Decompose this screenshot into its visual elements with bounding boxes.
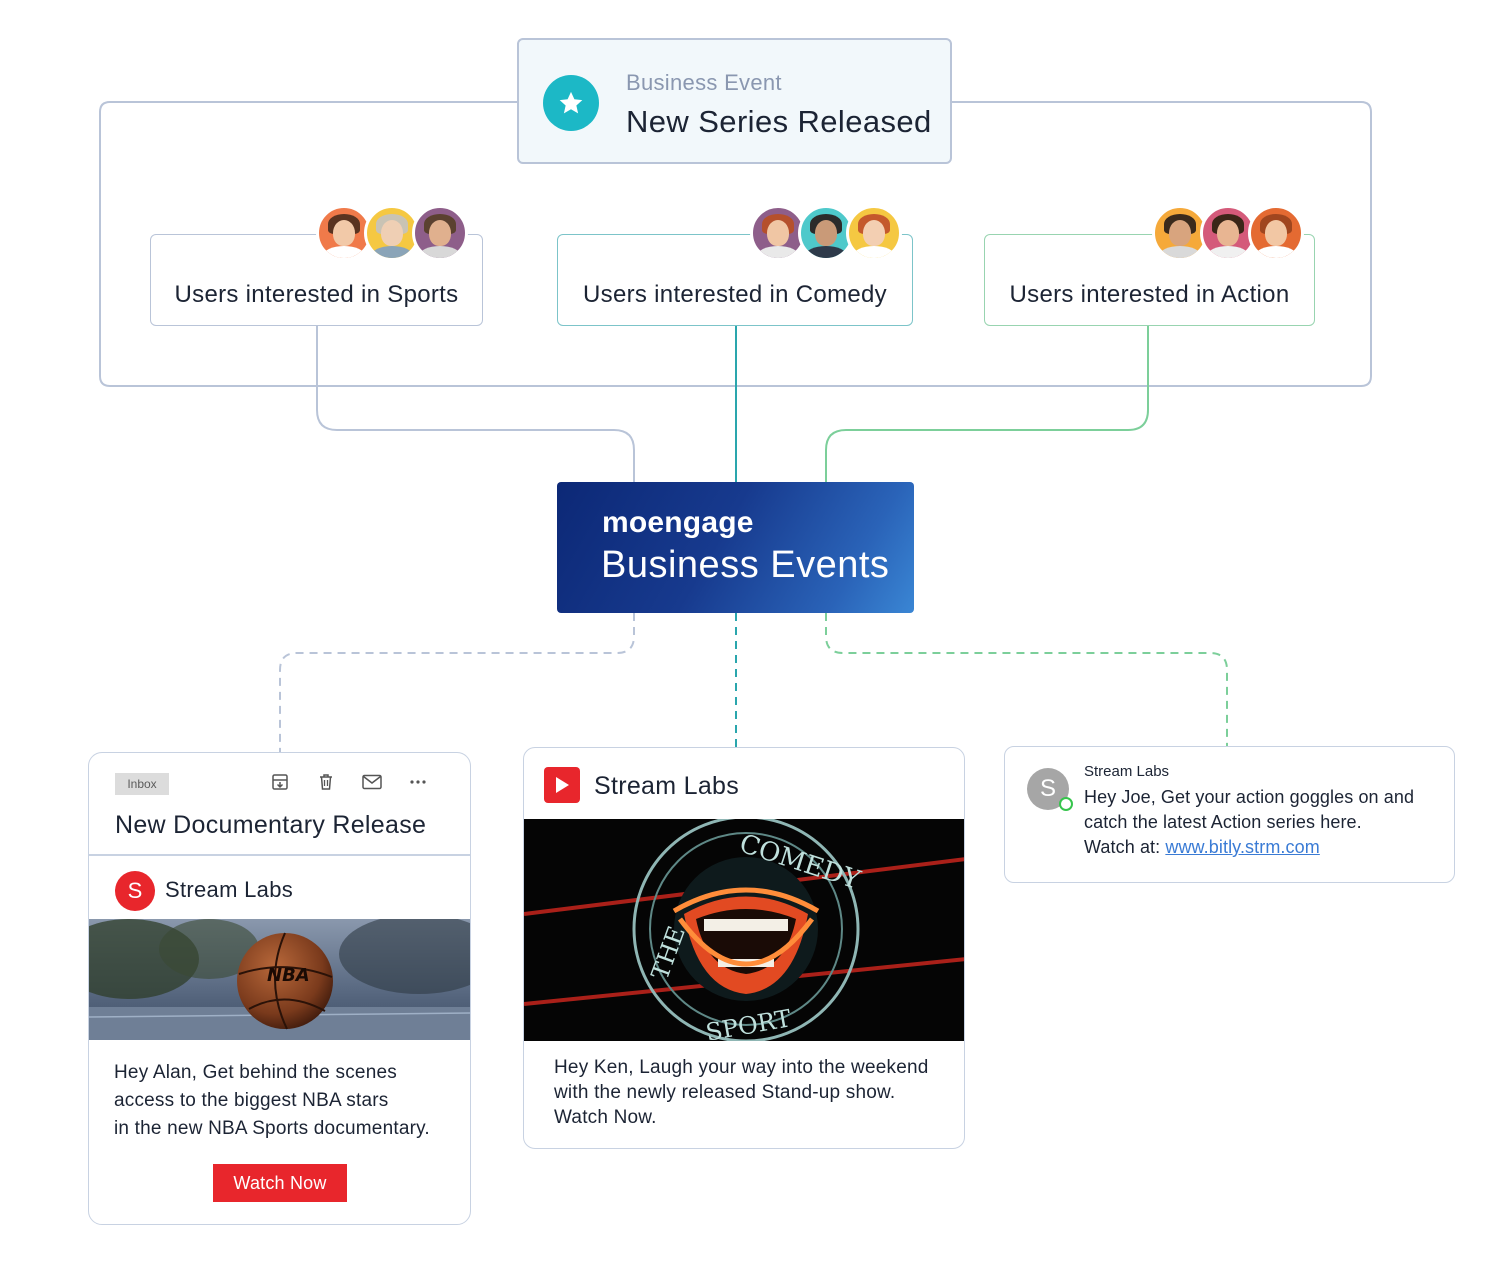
segment-sports-label: Users interested in Sports: [175, 281, 459, 309]
email-card: Inbox New Documentary Release S Stream L…: [88, 752, 471, 1225]
sms-output-connector: [826, 613, 1227, 746]
watch-now-button[interactable]: Watch Now: [213, 1164, 347, 1202]
sports-connector: [317, 326, 634, 482]
play-icon: [544, 767, 580, 803]
comedy-avatar-group: [750, 205, 902, 261]
ball-logo-text: NBA: [267, 965, 310, 986]
email-subject: New Documentary Release: [115, 811, 426, 840]
divider: [89, 854, 471, 856]
archive-icon[interactable]: [269, 771, 291, 793]
star-icon: [543, 75, 599, 131]
action-avatar-group: [1152, 205, 1304, 261]
trash-icon[interactable]: [315, 771, 337, 793]
action-connector: [826, 326, 1148, 482]
inbox-tag: Inbox: [115, 773, 169, 795]
moengage-logo: moengage: [602, 506, 754, 540]
basketball-image: NBA: [89, 919, 471, 1040]
event-title: New Series Released: [626, 104, 932, 140]
more-icon[interactable]: [407, 771, 429, 793]
avatar: [1248, 205, 1304, 261]
segment-comedy-label: Users interested in Comedy: [583, 281, 887, 309]
sms-sender: Stream Labs: [1084, 763, 1169, 780]
email-output-connector: [280, 613, 634, 752]
avatar: [846, 205, 902, 261]
sender-name: Stream Labs: [165, 877, 293, 903]
push-card: Stream Labs COMEDY THE SPORT Hey Ken, La…: [523, 747, 965, 1149]
push-sender: Stream Labs: [594, 772, 739, 801]
segment-action-label: Users interested in Action: [1010, 281, 1290, 309]
online-status-icon: [1059, 797, 1073, 811]
sms-body: Hey Joe, Get your action goggles on and …: [1084, 785, 1444, 860]
email-body: Hey Alan, Get behind the scenes access t…: [114, 1059, 459, 1143]
sports-avatar-group: [316, 205, 468, 261]
engine-title: Business Events: [601, 544, 889, 587]
sender-avatar: S: [115, 871, 155, 911]
business-event-box: Business Event New Series Released: [517, 38, 952, 164]
event-label: Business Event: [626, 70, 782, 96]
sms-card: S Stream Labs Hey Joe, Get your action g…: [1004, 746, 1455, 883]
mail-icon[interactable]: [361, 771, 383, 793]
push-body: Hey Ken, Laugh your way into the weekend…: [554, 1055, 954, 1130]
avatar: [412, 205, 468, 261]
sms-link[interactable]: www.bitly.strm.com: [1165, 837, 1319, 857]
comedy-sign-image: COMEDY THE SPORT: [524, 819, 965, 1041]
business-events-engine: moengage Business Events: [557, 482, 914, 613]
